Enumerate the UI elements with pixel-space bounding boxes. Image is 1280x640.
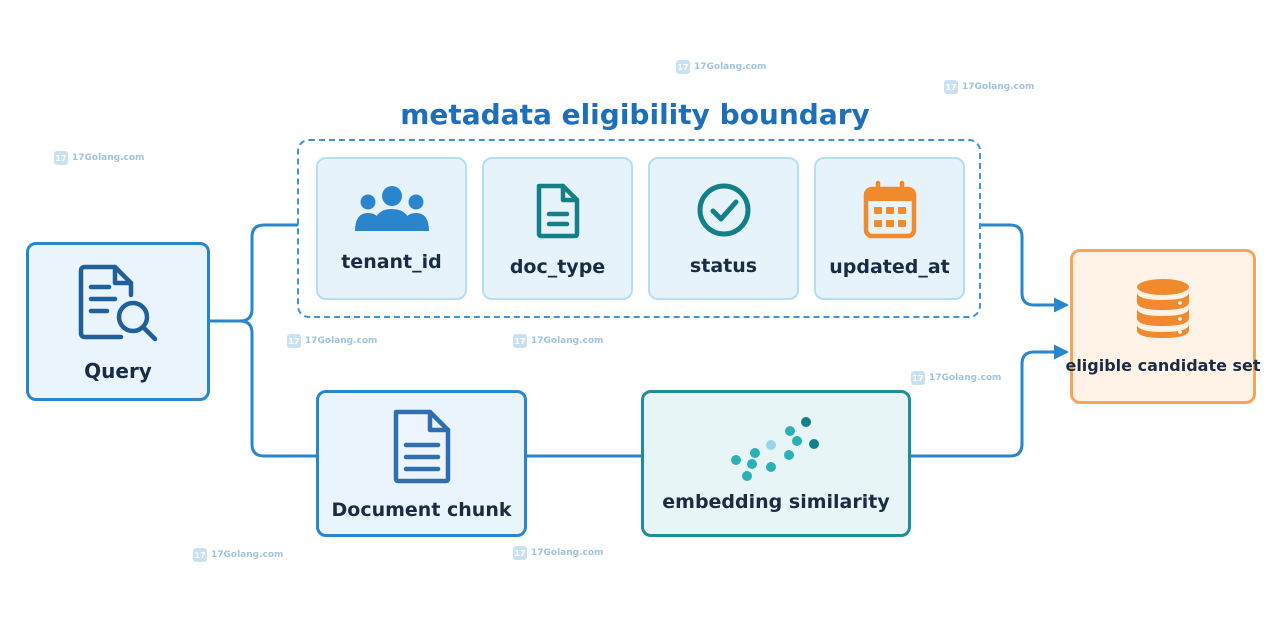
- document-icon: [393, 409, 450, 483]
- document-chunk-label: Document chunk: [331, 498, 512, 521]
- boundary-title: metadata eligibility boundary: [400, 98, 870, 131]
- query-node[interactable]: Query: [26, 242, 210, 401]
- connector-embedding-to-candidate: [909, 344, 1069, 458]
- check-circle-icon: [697, 183, 750, 236]
- calendar-icon: [863, 180, 916, 238]
- watermark-logo-icon: 17: [911, 371, 925, 385]
- eligible-candidate-set-node[interactable]: eligible candidate set: [1065, 249, 1261, 404]
- document-chunk-node[interactable]: Document chunk: [316, 390, 527, 537]
- metadata-item-updated-at[interactable]: updated_at: [814, 157, 965, 300]
- doc-type-label: doc_type: [509, 255, 606, 278]
- document-icon: [536, 183, 579, 238]
- embedding-similarity-label: embedding similarity: [662, 490, 890, 513]
- connector-query-to-metadata: [208, 223, 299, 323]
- database-icon: [1137, 279, 1189, 338]
- watermark-logo-icon: 17: [513, 334, 527, 348]
- metadata-item-doc-type[interactable]: doc_type: [482, 157, 633, 300]
- embedding-similarity-node[interactable]: embedding similarity: [641, 390, 911, 537]
- query-label: Query: [84, 358, 152, 383]
- watermark-logo-icon: 17: [944, 80, 958, 94]
- watermark-logo-icon: 17: [54, 151, 68, 165]
- connector-metadata-to-candidate: [979, 223, 1069, 313]
- metadata-item-tenant-id[interactable]: tenant_id: [316, 157, 467, 300]
- metadata-boundary: [297, 139, 981, 318]
- watermark-logo-icon: 17: [676, 60, 690, 74]
- watermark-logo-icon: 17: [513, 546, 527, 560]
- tenant-id-label: tenant_id: [341, 250, 442, 273]
- metadata-item-status[interactable]: status: [648, 157, 799, 300]
- status-label: status: [689, 254, 758, 277]
- watermark-logo-icon: 17: [193, 548, 207, 562]
- watermark-logo-icon: 17: [287, 334, 301, 348]
- connector-query-to-chunk: [238, 319, 318, 458]
- scatter-dots-icon: [731, 416, 819, 481]
- updated-at-label: updated_at: [829, 255, 950, 278]
- eligible-candidate-set-label: eligible candidate set: [1065, 356, 1261, 375]
- document-search-icon: [78, 264, 158, 341]
- users-icon: [354, 185, 429, 231]
